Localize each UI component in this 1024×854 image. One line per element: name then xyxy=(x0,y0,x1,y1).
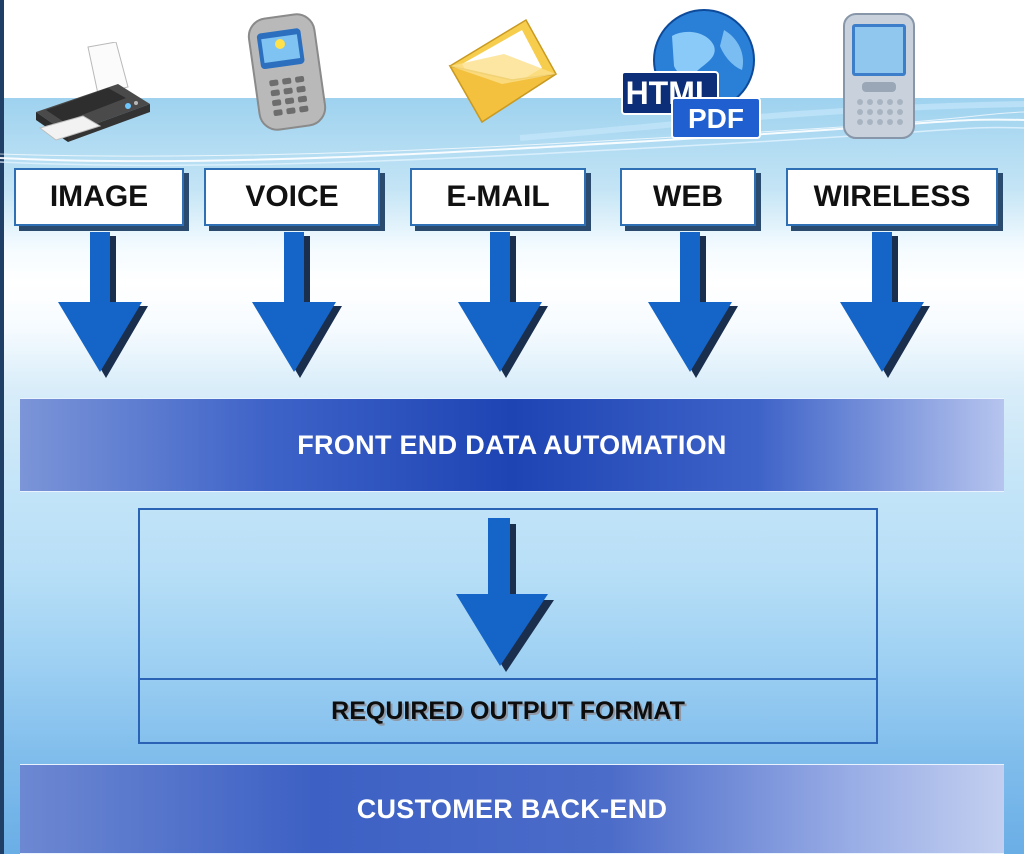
source-label-email: E-MAIL xyxy=(446,180,550,213)
smartphone-icon xyxy=(843,13,915,139)
required-output-label: REQUIRED OUTPUT FORMAT xyxy=(331,696,685,725)
required-output-box: REQUIRED OUTPUT FORMAT xyxy=(138,508,878,744)
arrow-web-down xyxy=(648,232,738,378)
left-frame-border xyxy=(0,0,4,854)
source-box-image: IMAGE xyxy=(14,168,184,226)
arrow-wireless-down xyxy=(840,232,930,378)
printer-fax-icon xyxy=(36,42,150,142)
arrow-image-down xyxy=(58,232,148,378)
source-label-voice: VOICE xyxy=(245,180,339,213)
back-end-label: CUSTOMER BACK-END xyxy=(356,793,668,824)
source-box-email: E-MAIL xyxy=(410,168,586,226)
arrow-voice-down xyxy=(252,232,342,378)
front-end-automation-band: FRONT END DATA AUTOMATION xyxy=(20,398,1004,492)
source-box-wireless: WIRELESS xyxy=(786,168,998,226)
envelope-icon xyxy=(448,18,557,124)
globe-html-pdf-icon: HTML PDF xyxy=(621,9,761,139)
customer-back-end-band: CUSTOMER BACK-END xyxy=(20,764,1004,854)
source-label-wireless: WIRELESS xyxy=(813,180,971,213)
pdf-badge-label: PDF xyxy=(688,103,744,134)
arrow-email-down xyxy=(458,232,548,378)
mobile-phone-icon xyxy=(247,13,327,131)
arrow-output-down xyxy=(456,518,554,672)
source-box-web: WEB xyxy=(620,168,756,226)
front-end-label: FRONT END DATA AUTOMATION xyxy=(297,429,727,460)
source-label-image: IMAGE xyxy=(49,180,149,213)
source-box-voice: VOICE xyxy=(204,168,380,226)
output-divider xyxy=(140,678,876,680)
source-label-web: WEB xyxy=(653,180,723,213)
